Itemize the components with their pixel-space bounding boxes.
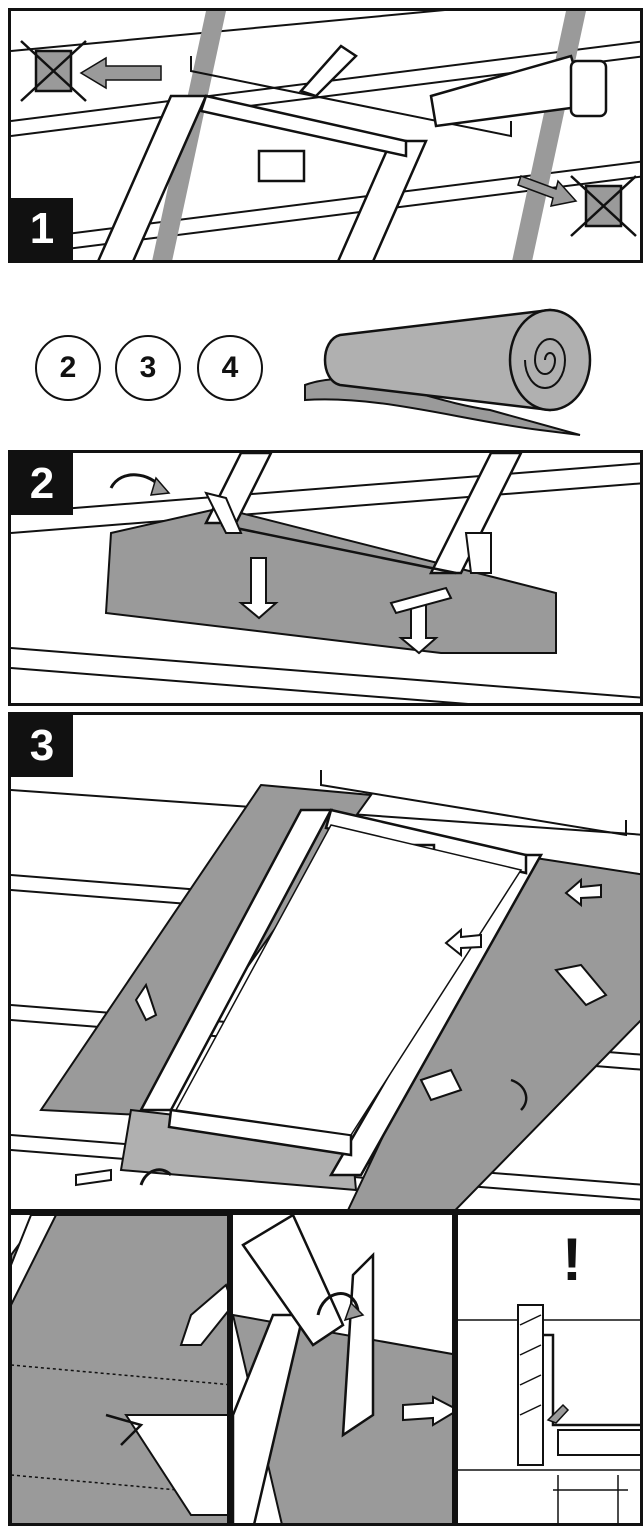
- step-1-illustration: [11, 11, 640, 260]
- step-2-badge: 2: [11, 453, 73, 515]
- warning-mark: !: [562, 1226, 582, 1293]
- step-1-number: 1: [29, 204, 55, 253]
- detail-strip: !: [8, 1212, 643, 1526]
- detail-section-illustration: [458, 1304, 640, 1523]
- step-3-illustration: [11, 770, 640, 1209]
- detail-cut-corner: [8, 1212, 230, 1526]
- step-2-panel: 2: [8, 450, 643, 706]
- step-1-panel: 1: [8, 8, 643, 263]
- step-2-number: 2: [29, 459, 55, 508]
- detail-fold-flap: [230, 1212, 455, 1526]
- step-2-illustration: [11, 453, 640, 703]
- step-3-panel: 3: [8, 712, 643, 1212]
- materials-row: 2 3 4: [0, 270, 643, 440]
- step-1-badge: 1: [11, 198, 73, 260]
- step-circle-4-label: 4: [221, 351, 239, 384]
- step-circle-3-label: 3: [139, 351, 157, 384]
- detail-cut-corner-illustration: [11, 1215, 227, 1523]
- step-3-number: 3: [29, 721, 55, 770]
- step-circle-4: 4: [197, 335, 263, 401]
- step-3-badge: 3: [11, 715, 73, 777]
- step-circle-2: 2: [35, 335, 101, 401]
- detail-section: !: [455, 1212, 643, 1526]
- step-circle-3: 3: [115, 335, 181, 401]
- detail-fold-flap-illustration: [233, 1215, 452, 1523]
- step-circle-2-label: 2: [59, 351, 77, 384]
- membrane-roll-icon: [304, 308, 592, 436]
